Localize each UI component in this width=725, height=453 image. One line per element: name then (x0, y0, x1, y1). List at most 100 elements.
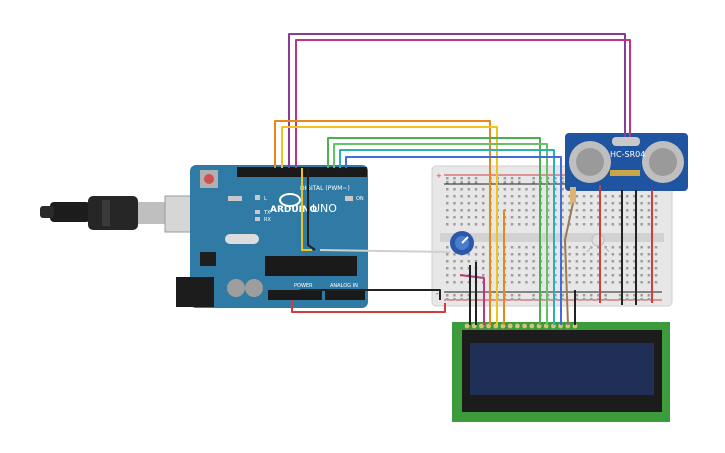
breadboard-hole (503, 202, 507, 205)
breadboard-hole (446, 202, 449, 205)
resistor (570, 187, 576, 203)
rail-hole (604, 298, 607, 301)
breadboard-hole (532, 246, 535, 249)
rail-hole (460, 177, 463, 180)
rail-hole (503, 181, 507, 184)
breadboard-hole (633, 253, 636, 256)
lcd-pin-db3[interactable] (529, 323, 535, 329)
breadboard-hole (460, 260, 463, 263)
breadboard-hole (467, 223, 471, 226)
breadboard-hole (532, 209, 535, 212)
rail-hole (618, 298, 622, 301)
lcd-pin-db2[interactable] (522, 323, 527, 329)
breadboard-hole (518, 223, 521, 226)
lcd-pin-db1[interactable] (515, 323, 520, 329)
breadboard-hole (647, 253, 651, 256)
breadboard-hole (474, 188, 478, 191)
breadboard-hole (647, 260, 651, 263)
rail-hole (460, 181, 463, 184)
breadboard-hole (618, 195, 622, 198)
breadboard-hole (611, 209, 615, 212)
breadboard-hole (590, 223, 593, 226)
breadboard-hole (568, 195, 571, 198)
breadboard-hole (618, 216, 622, 219)
breadboard-hole (568, 253, 571, 256)
breadboard-hole (546, 223, 550, 226)
breadboard-hole (525, 253, 528, 256)
breadboard-hole (590, 260, 593, 263)
breadboard-hole (518, 246, 521, 249)
breadboard-hole (453, 209, 456, 212)
wire-red-lcd (459, 274, 485, 325)
breadboard-hole (446, 253, 449, 256)
breadboard-hole (647, 195, 651, 198)
breadboard-hole (604, 202, 607, 205)
breadboard-hole (554, 274, 557, 277)
breadboard-hole (446, 246, 449, 249)
breadboard-hole (525, 281, 528, 284)
rail-hole (618, 294, 622, 297)
rail-hole (554, 181, 557, 184)
breadboard-hole (561, 246, 564, 249)
lcd-pin-v0[interactable] (479, 323, 484, 329)
breadboard-hole (446, 274, 449, 277)
breadboard-hole (446, 188, 449, 191)
breadboard-hole (518, 188, 521, 191)
breadboard-hole (575, 195, 579, 198)
breadboard-hole (568, 281, 571, 284)
lcd-pin-db0[interactable] (507, 323, 513, 329)
rail-hole (561, 177, 564, 180)
lcd-pin-led-[interactable] (572, 323, 578, 329)
breadboard-hole (647, 246, 651, 249)
breadboard-hole (554, 267, 557, 270)
rail-hole (532, 298, 535, 301)
breadboard-hole (518, 274, 521, 277)
breadboard-hole (654, 202, 658, 205)
breadboard-hole (525, 188, 528, 191)
breadboard-hole (525, 274, 528, 277)
breadboard-hole (546, 274, 550, 277)
rail-hole (518, 298, 521, 301)
rail-hole (633, 294, 636, 297)
reset-button[interactable] (204, 174, 214, 184)
breadboard-hole (532, 216, 535, 219)
breadboard-hole (460, 223, 463, 226)
breadboard-hole (510, 216, 514, 219)
rail-hole (467, 298, 471, 301)
breadboard-hole (474, 253, 478, 256)
rail-hole (546, 181, 550, 184)
breadboard-hole (611, 260, 615, 263)
analog-header-label: ANALOG IN (330, 283, 358, 289)
breadboard-hole (554, 253, 557, 256)
breadboard-hole (510, 195, 514, 198)
rail-hole (647, 298, 651, 301)
breadboard-hole (561, 188, 564, 191)
breadboard-hole (532, 188, 535, 191)
breadboard-hole (654, 216, 658, 219)
power-header-label: POWER (294, 283, 313, 289)
lcd-pin-gnd[interactable] (464, 323, 470, 329)
breadboard-hole (518, 195, 521, 198)
power-header (268, 290, 322, 300)
breadboard-hole (640, 246, 643, 249)
breadboard-hole (582, 209, 586, 212)
breadboard-hole (453, 195, 456, 198)
breadboard-hole (590, 202, 593, 205)
breadboard-hole (453, 202, 456, 205)
breadboard-hole (532, 253, 535, 256)
breadboard-hole (626, 260, 629, 263)
breadboard-hole (568, 267, 571, 270)
potentiometer[interactable] (450, 231, 474, 255)
breadboard-hole (654, 281, 658, 284)
rail-hole (582, 294, 586, 297)
rail-hole (460, 294, 463, 297)
rail-hole (446, 177, 449, 180)
breadboard-hole (546, 260, 550, 263)
breadboard-hole (518, 209, 521, 212)
breadboard-hole (618, 281, 622, 284)
breadboard-hole (546, 188, 550, 191)
wire-black-left (307, 168, 316, 251)
wire-blue (345, 156, 562, 325)
breadboard-hole (460, 202, 463, 205)
lcd-pin-led+[interactable] (565, 323, 571, 329)
